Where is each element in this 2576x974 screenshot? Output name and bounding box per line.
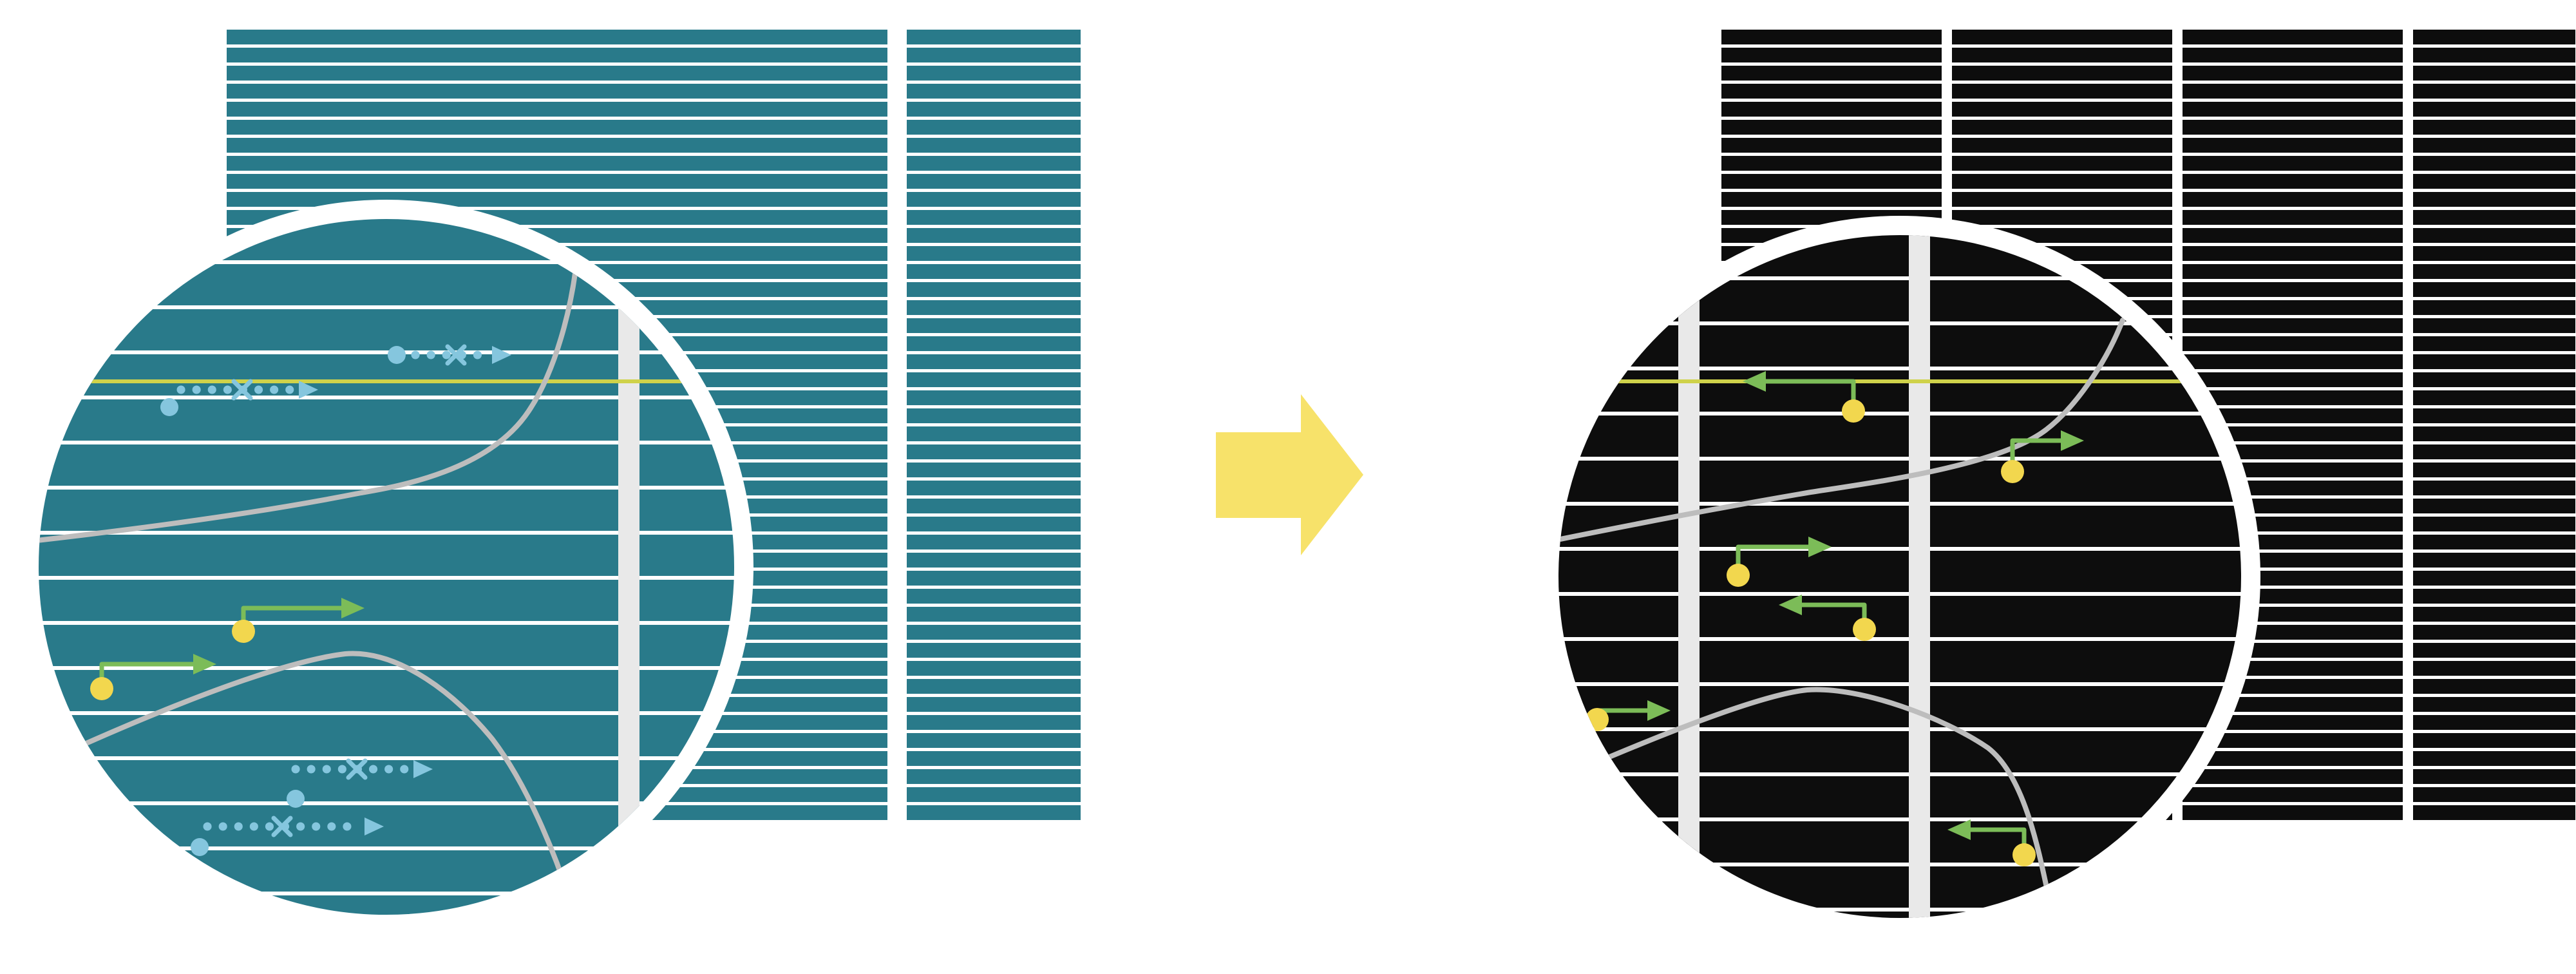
grain-boundary-curve-upper (39, 242, 581, 543)
blocked-carrier-marker (160, 379, 318, 416)
carrier-dot (232, 620, 255, 643)
magnifier-before-graphics (39, 219, 734, 915)
collected-carrier-marker (2001, 430, 2084, 483)
carrier-path (241, 606, 344, 634)
arrowhead-icon (2061, 430, 2084, 451)
carrier-path (99, 662, 196, 691)
arrowhead-icon (341, 598, 365, 618)
blocked-cross-icon (445, 344, 467, 366)
busbar (1909, 235, 1930, 918)
collected-carrier-marker (232, 598, 365, 643)
arrowhead-icon (413, 760, 433, 778)
magnifier-after-graphics (1558, 235, 2241, 918)
arrowhead-icon (1743, 371, 1766, 392)
carrier-dot (287, 790, 305, 808)
blocked-carrier-marker (191, 816, 384, 856)
carrier-dot (1842, 399, 1865, 423)
busbar (1678, 235, 1700, 918)
grain-boundary-curve-upper (1558, 318, 2125, 542)
arrowhead-icon (1647, 700, 1671, 721)
panel-after-section-4 (2413, 30, 2575, 822)
arrowhead-icon (492, 346, 511, 364)
blocked-cross-icon (346, 758, 368, 780)
blocked-carrier-marker (287, 758, 433, 808)
panel-before-side (907, 30, 1081, 822)
blocked-cross-icon (271, 816, 293, 837)
busbar (618, 219, 639, 915)
arrowhead-icon (1947, 819, 1971, 840)
collected-carrier-marker (90, 654, 216, 700)
grain-boundary-curve-lower (39, 651, 578, 915)
collected-carrier-marker (1727, 537, 1832, 587)
right-arrow-shape (1216, 394, 1363, 555)
collected-carrier-marker (1947, 819, 2036, 866)
carrier-dot (1727, 564, 1750, 587)
carrier-path (1763, 379, 1856, 414)
grain-boundary-curve-lower (1558, 687, 2056, 918)
blocked-cross-icon (231, 379, 253, 401)
blocked-carrier-marker (388, 344, 511, 366)
carrier-dot (2012, 843, 2036, 866)
carrier-dot (90, 677, 113, 700)
arrowhead-icon (193, 654, 216, 674)
carrier-dot (1586, 708, 1609, 731)
magnifier-before (19, 200, 753, 934)
collected-carrier-marker (1586, 700, 1671, 731)
carrier-dot (160, 398, 178, 416)
collected-carrier-marker (1743, 371, 1865, 423)
collected-carrier-marker (1779, 595, 1876, 641)
carrier-dot (1853, 618, 1876, 641)
magnifier-after (1539, 216, 2260, 937)
carrier-dot (2001, 460, 2024, 483)
arrowhead-icon (365, 817, 384, 836)
transition-arrow-icon (1216, 394, 1363, 555)
arrowhead-icon (1779, 595, 1802, 615)
arrowhead-icon (299, 381, 318, 399)
carrier-dot (191, 838, 209, 856)
carrier-dot (388, 346, 406, 364)
arrowhead-icon (1808, 537, 1832, 557)
